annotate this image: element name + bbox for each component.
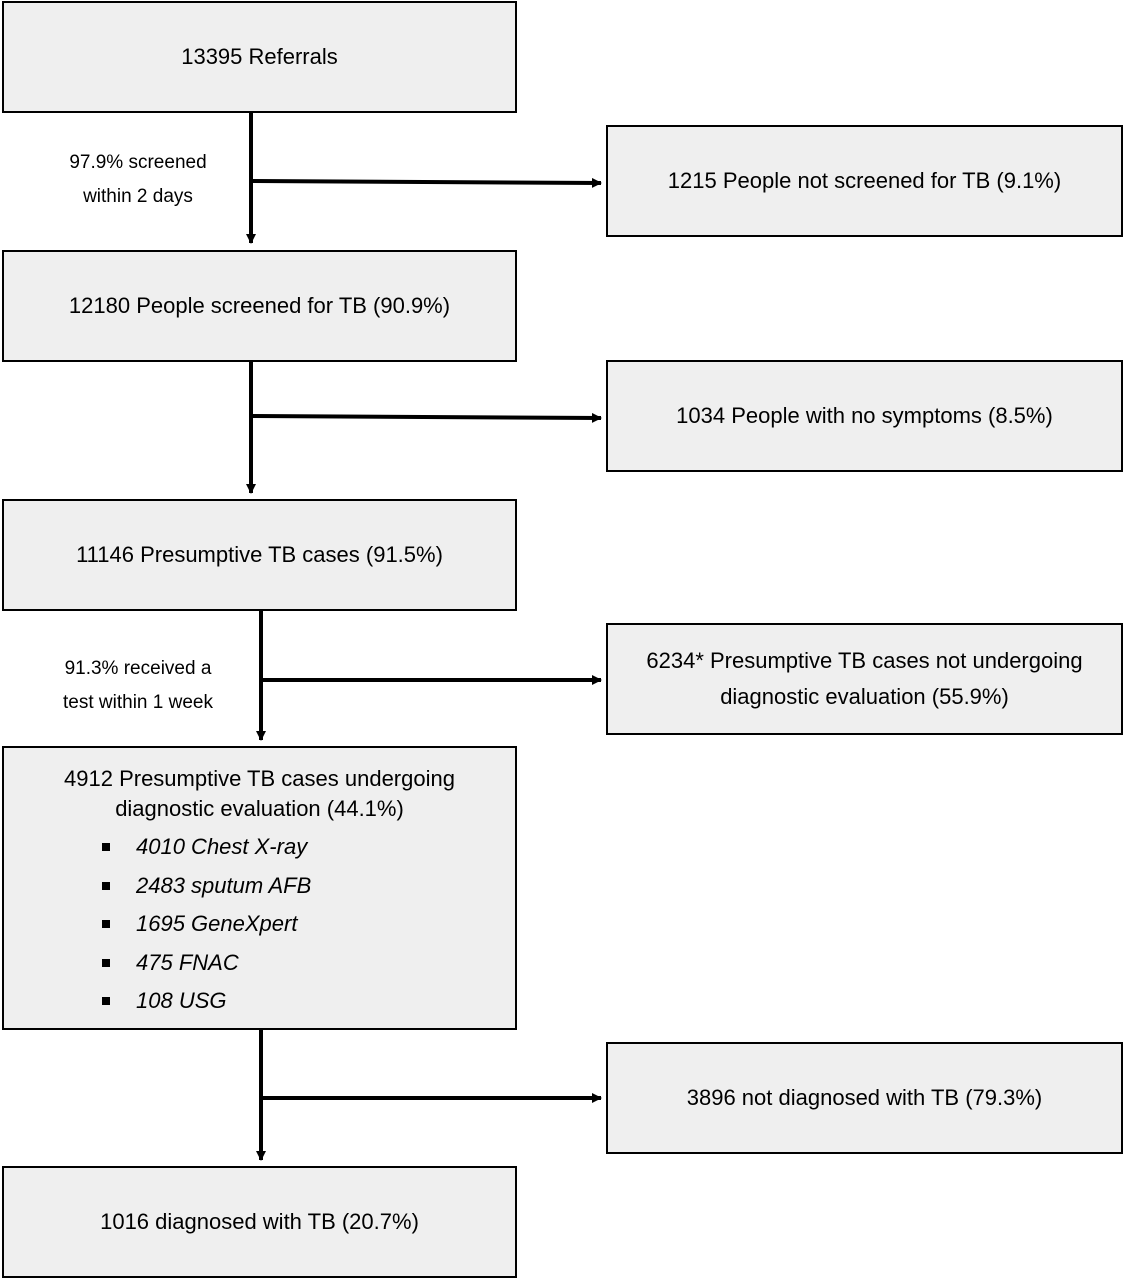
evaluated-title-line1: 4912 Presumptive TB cases undergoing <box>64 766 455 791</box>
not-evaluated-box: 6234* Presumptive TB cases not undergoin… <box>606 623 1123 735</box>
not-evaluated-line2: diagnostic evaluation (55.9%) <box>720 684 1009 709</box>
referrals-label: 13395 Referrals <box>181 44 338 69</box>
evaluated-box: 4912 Presumptive TB cases undergoing dia… <box>2 746 517 1030</box>
evaluated-title-line2: diagnostic evaluation (44.1%) <box>115 796 404 821</box>
presumptive-label: 11146 Presumptive TB cases (91.5%) <box>76 542 443 567</box>
screened-label: 12180 People screened for TB (90.9%) <box>68 293 451 318</box>
tested-within-note: 91.3% received a test within 1 week <box>40 652 236 720</box>
not-diagnosed-label: 3896 not diagnosed with TB (79.3%) <box>686 1085 1043 1110</box>
test-item-usg: 108 USG <box>102 982 515 1021</box>
no-symptoms-box: 1034 People with no symptoms (8.5%) <box>606 360 1123 472</box>
arrow-to-no-symptoms <box>250 412 602 423</box>
screened-box: 12180 People screened for TB (90.9%) <box>2 250 517 362</box>
not-screened-box: 1215 People not screened for TB (9.1%) <box>606 125 1123 237</box>
presumptive-box: 11146 Presumptive TB cases (91.5%) <box>2 499 517 611</box>
test-item-genexpert: 1695 GeneXpert <box>102 905 515 944</box>
test-item-fnac: 475 FNAC <box>102 944 515 983</box>
no-symptoms-label: 1034 People with no symptoms (8.5%) <box>676 403 1053 428</box>
referrals-box: 13395 Referrals <box>2 1 517 113</box>
arrow-to-not-screened <box>250 177 602 188</box>
test-item-sputum-afb: 2483 sputum AFB <box>102 867 515 906</box>
tested-within-line2: test within 1 week <box>63 692 213 713</box>
test-item-chest-xray: 4010 Chest X-ray <box>102 828 515 867</box>
screened-within-line1: 97.9% screened <box>69 152 207 173</box>
tested-within-line1: 91.3% received a <box>64 658 212 679</box>
diagnosed-box: 1016 diagnosed with TB (20.7%) <box>2 1166 517 1278</box>
test-list: 4010 Chest X-ray 2483 sputum AFB 1695 Ge… <box>4 828 515 1021</box>
diagnosed-label: 1016 diagnosed with TB (20.7%) <box>100 1209 419 1234</box>
screened-within-note: 97.9% screened within 2 days <box>40 146 236 214</box>
screened-within-line2: within 2 days <box>83 186 193 207</box>
not-screened-label: 1215 People not screened for TB (9.1%) <box>667 168 1062 193</box>
not-evaluated-line1: 6234* Presumptive TB cases not undergoin… <box>646 648 1083 673</box>
not-diagnosed-box: 3896 not diagnosed with TB (79.3%) <box>606 1042 1123 1154</box>
